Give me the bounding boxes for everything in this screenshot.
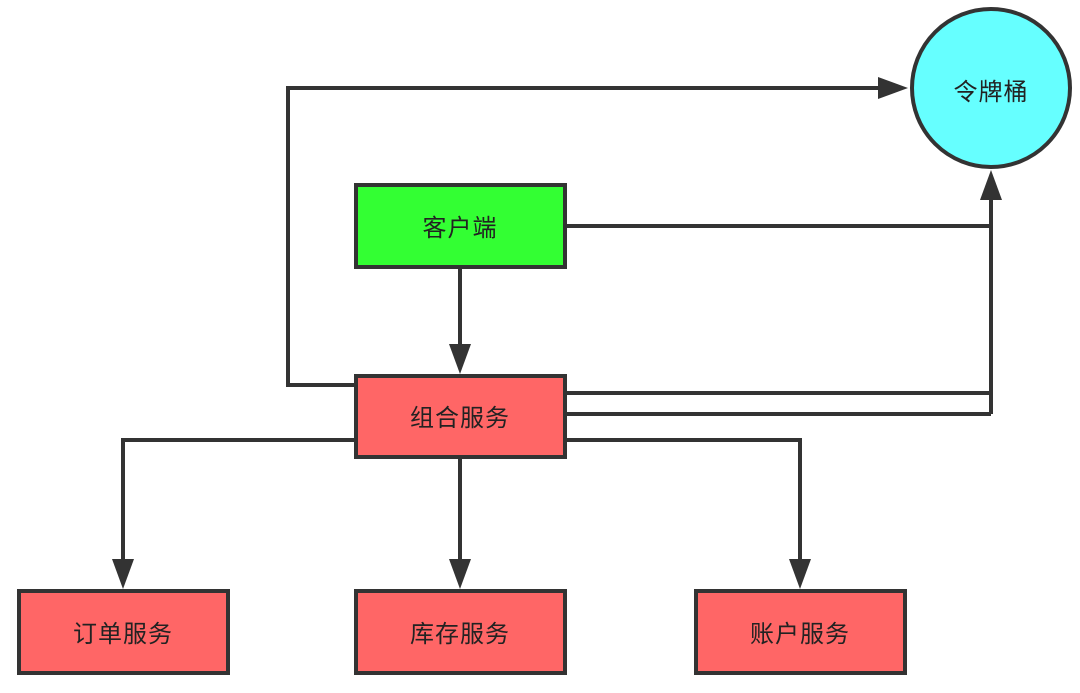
client-box bbox=[354, 183, 567, 269]
arrowhead-token-bucket-left bbox=[878, 77, 908, 99]
node-inventory-service: 库存服务 bbox=[354, 589, 567, 675]
account-service-box bbox=[694, 589, 907, 675]
order-service-box bbox=[17, 589, 230, 675]
arrowhead-account-top bbox=[789, 559, 811, 589]
node-order-service: 订单服务 bbox=[17, 589, 230, 675]
token-bucket-circle bbox=[910, 7, 1072, 169]
node-client: 客户端 bbox=[354, 183, 567, 269]
composite-service-label: 组合服务 bbox=[410, 404, 510, 432]
order-service-label: 订单服务 bbox=[73, 620, 173, 648]
token-bucket-label: 令牌桶 bbox=[954, 78, 1029, 106]
arrowhead-inventory-top bbox=[449, 559, 471, 589]
edges bbox=[112, 77, 1002, 589]
inventory-service-box bbox=[354, 589, 567, 675]
arrowhead-composite-top bbox=[449, 344, 471, 374]
node-account-service: 账户服务 bbox=[694, 589, 907, 675]
edge-composite-to-order bbox=[121, 438, 356, 562]
arrowhead-order-top bbox=[112, 559, 134, 589]
arrowhead-token-bucket-bottom bbox=[980, 170, 1002, 200]
node-token-bucket: 令牌桶 bbox=[910, 7, 1072, 169]
client-label: 客户端 bbox=[423, 214, 498, 242]
nodes: 令牌桶 客户端 组合服务 订单服务 库存服务 账户服务 bbox=[17, 7, 1072, 675]
inventory-service-label: 库存服务 bbox=[410, 620, 510, 648]
account-service-label: 账户服务 bbox=[750, 620, 850, 648]
node-composite-service: 组合服务 bbox=[354, 374, 567, 459]
composite-service-box bbox=[354, 374, 567, 459]
edge-composite-to-account bbox=[566, 438, 802, 562]
edge-composite-to-token-bucket-top bbox=[286, 86, 884, 387]
